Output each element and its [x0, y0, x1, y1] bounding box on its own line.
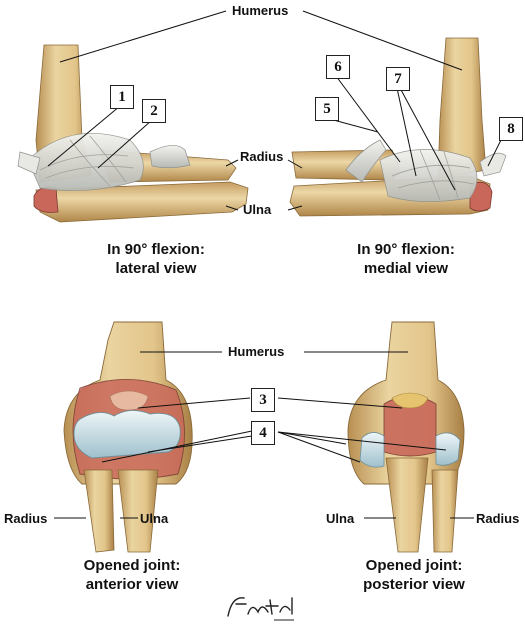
- ulna-label-top: Ulna: [243, 202, 272, 217]
- ligament-fibers: [39, 135, 135, 187]
- ulna-label-anterior: Ulna: [140, 511, 169, 526]
- leader-lines: [47, 10, 502, 519]
- caption-posterior-line1: Opened joint:: [365, 557, 463, 574]
- cartilage-posterior-left: [359, 432, 385, 468]
- tendon-right: [479, 152, 507, 177]
- olecranon-synovial: [33, 186, 59, 213]
- lateral-ligament: [27, 133, 144, 191]
- radius-label-anterior: Radius: [4, 511, 48, 526]
- cartilage-anterior: [73, 410, 181, 459]
- caption-medial-line2: medial view: [363, 260, 449, 277]
- caption-posterior-view: Opened joint: posterior view: [314, 556, 514, 594]
- medial-fibers: [391, 149, 475, 201]
- caption-medial-view: In 90° flexion: medial view: [306, 240, 506, 278]
- anterior-view-illustration: [63, 321, 193, 553]
- radius-posterior: [431, 469, 459, 553]
- ulna-posterior: [385, 457, 429, 553]
- cartilage-posterior-right: [435, 432, 461, 466]
- caption-anterior-line1: Opened joint:: [83, 557, 181, 574]
- fossa-fat-pad-posterior: [391, 392, 429, 409]
- ulna-label-posterior: Ulna: [326, 511, 355, 526]
- tendon-flap: [149, 145, 191, 169]
- caption-anterior-line2: anterior view: [85, 576, 179, 593]
- radius-label-posterior: Radius: [476, 511, 520, 526]
- callout-7: 7: [386, 67, 410, 91]
- humerus-label-top: Humerus: [232, 3, 289, 18]
- fossa-fat-pad: [109, 390, 149, 411]
- humerus-label-bottom: Humerus: [228, 344, 285, 359]
- callout-2: 2: [142, 99, 166, 123]
- medial-view-illustration: [289, 37, 507, 217]
- medial-ligament: [379, 149, 478, 202]
- callout-4: 4: [251, 421, 275, 445]
- callout-1: 1: [110, 85, 134, 109]
- radius-anterior: [83, 469, 115, 553]
- annular-flap: [345, 139, 387, 183]
- callout-8: 8: [499, 117, 523, 141]
- caption-posterior-line2: posterior view: [363, 576, 465, 593]
- ulna-anterior: [117, 469, 159, 553]
- ulna-bone: [35, 181, 249, 223]
- caption-medial-line1: In 90° flexion:: [357, 241, 455, 258]
- posterior-view-illustration: [347, 321, 465, 553]
- caption-lateral-line1: In 90° flexion:: [107, 241, 205, 258]
- lateral-view-illustration: [17, 44, 249, 223]
- caption-lateral-line2: lateral view: [115, 260, 197, 277]
- callout-3: 3: [251, 388, 275, 412]
- netter-signature: [227, 597, 294, 621]
- radius-label-lateral: Radius: [240, 149, 284, 164]
- tendon-left: [17, 151, 41, 175]
- callout-6: 6: [326, 55, 350, 79]
- olecranon-synovial-medial: [469, 181, 493, 212]
- callout-5: 5: [315, 97, 339, 121]
- caption-lateral-view: In 90° flexion: lateral view: [56, 240, 256, 278]
- caption-anterior-view: Opened joint: anterior view: [32, 556, 232, 594]
